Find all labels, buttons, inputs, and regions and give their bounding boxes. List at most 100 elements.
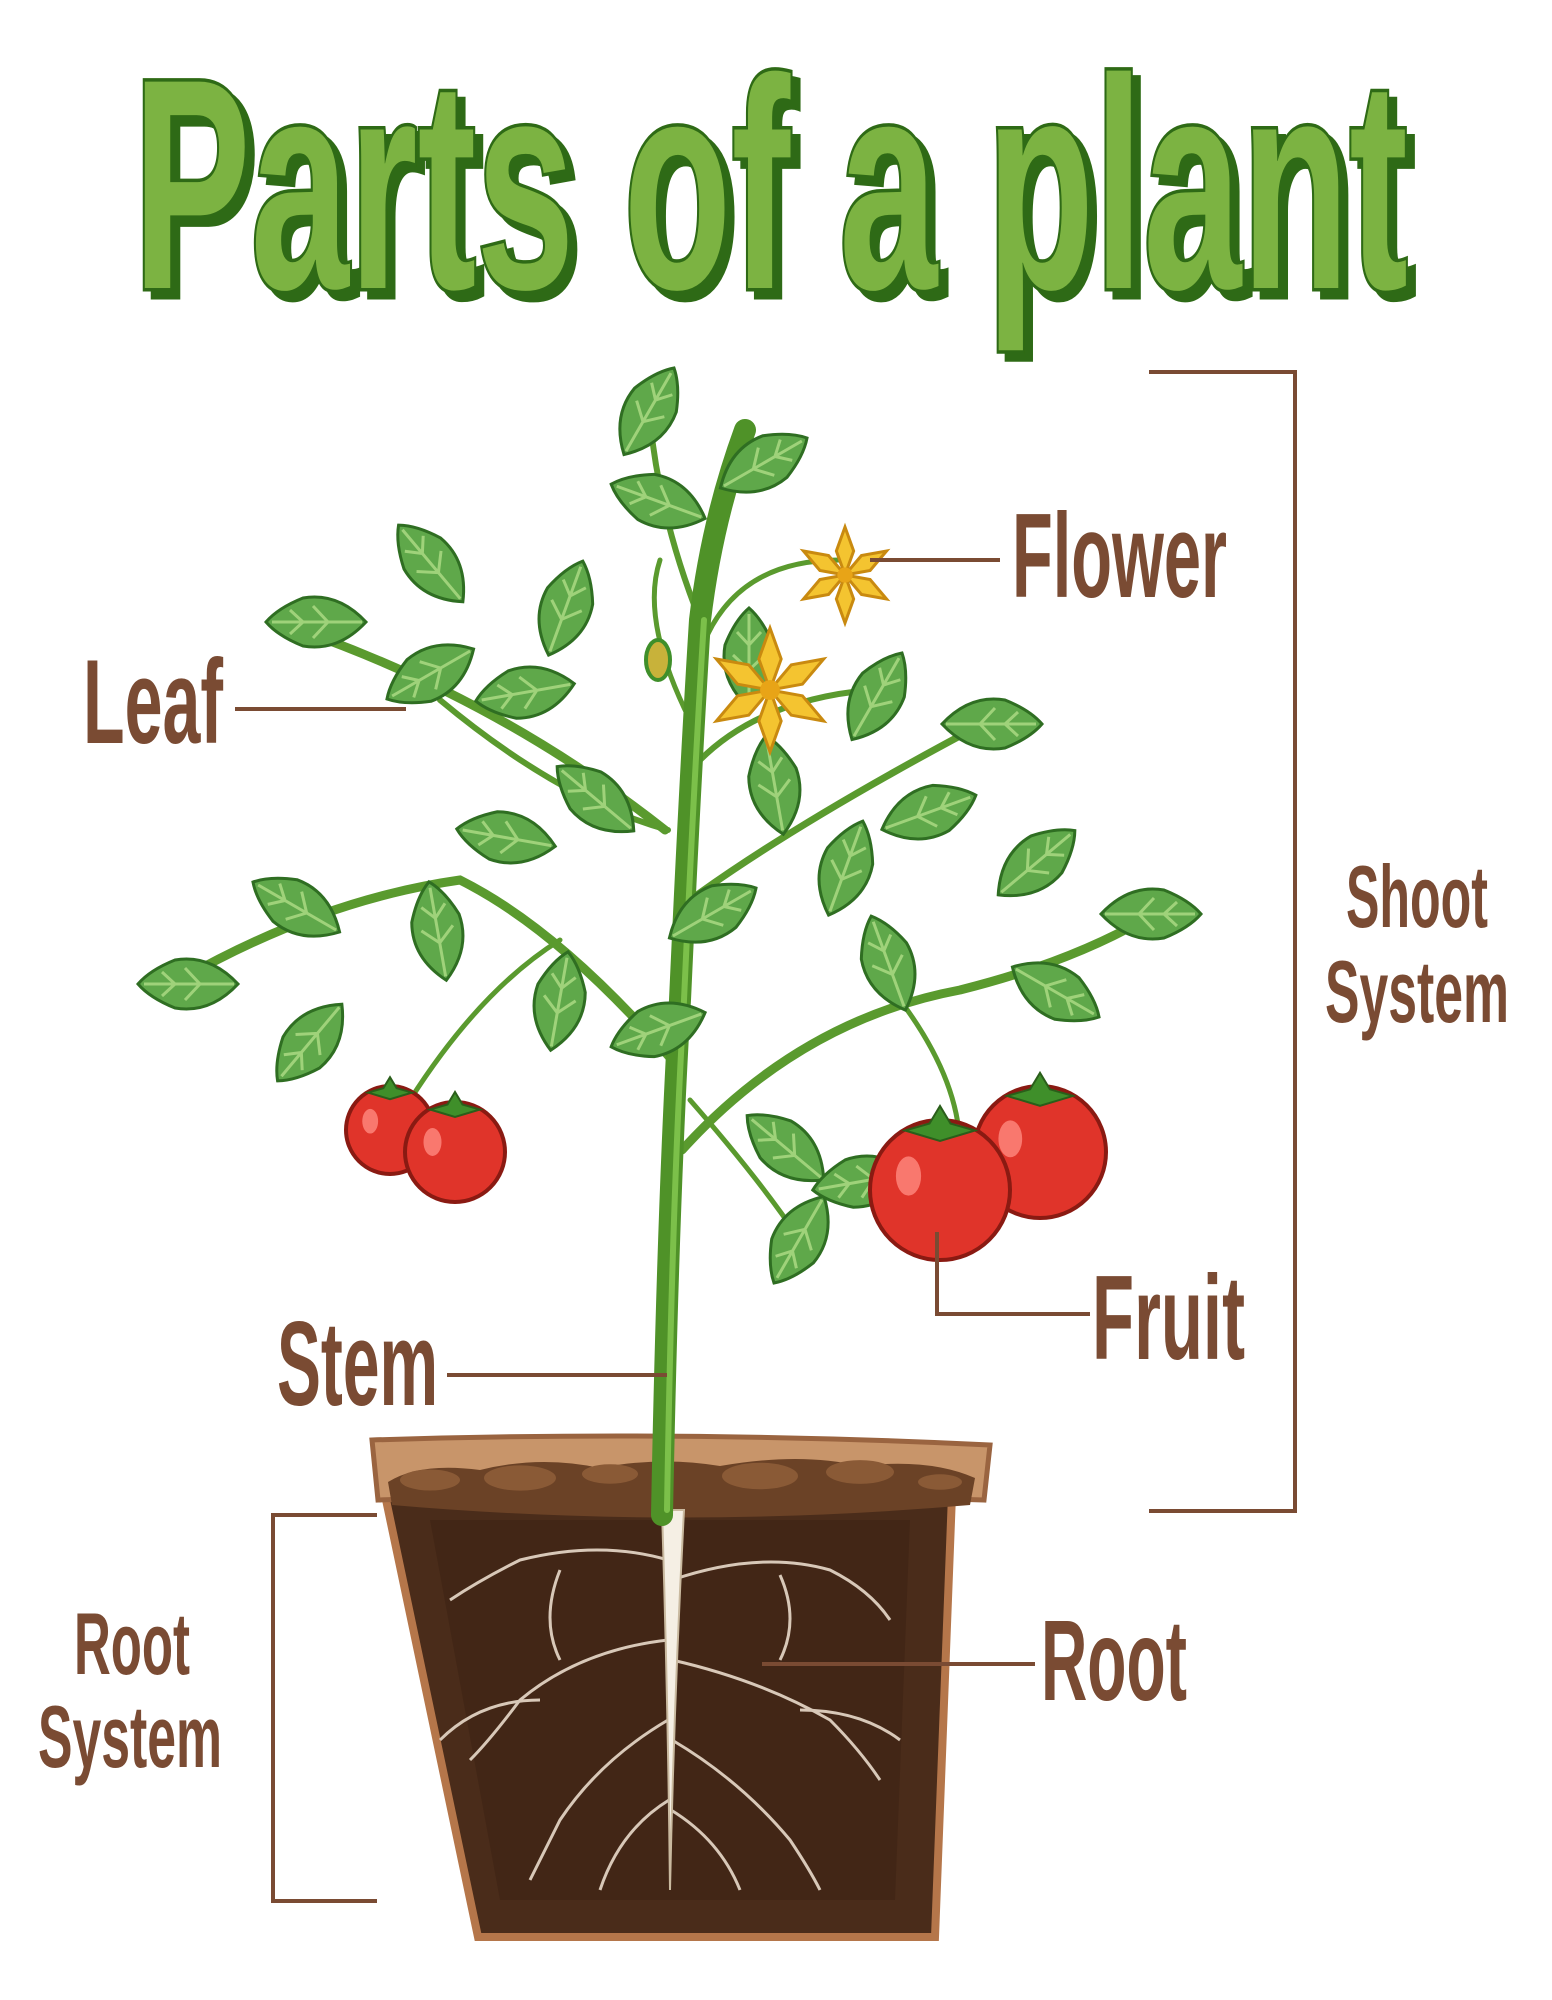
- flower-petal: [834, 522, 856, 580]
- leaf-icon: [939, 697, 1044, 751]
- flowers: [644, 522, 891, 757]
- tomato-highlight: [895, 1156, 922, 1196]
- leaf-icon: [136, 957, 241, 1011]
- soil-lump: [582, 1464, 638, 1484]
- leaf-vein: [144, 966, 234, 1002]
- tomato-calyx: [364, 1075, 416, 1101]
- flower-petal: [834, 570, 856, 628]
- leaf-icon: [396, 523, 466, 604]
- leaf-icon: [718, 432, 809, 494]
- lateral-roots: [438, 1548, 901, 1891]
- leaf-icon: [768, 1194, 830, 1285]
- shoot-system-label-line1: Shoot: [1346, 847, 1488, 946]
- leaf-vein: [420, 887, 455, 977]
- root-branch: [670, 1808, 742, 1891]
- leaf-vein: [852, 657, 901, 737]
- branch: [175, 875, 677, 1065]
- flower-petal: [712, 656, 774, 693]
- soil-lump: [484, 1465, 556, 1491]
- main-stem: [651, 419, 756, 1526]
- flower-bud-icon: [644, 638, 672, 682]
- flower-icon: [799, 522, 891, 628]
- leaf-icon: [537, 559, 595, 658]
- leaf-vein: [672, 889, 752, 938]
- label-leaf: Leaf: [83, 635, 406, 769]
- leaf-icon: [996, 828, 1077, 898]
- leaf-vein: [616, 1012, 702, 1051]
- leaf-vein: [462, 820, 552, 855]
- leaf-vein: [946, 706, 1036, 742]
- flower-petal: [766, 687, 828, 724]
- root-system-bracket: [271, 1513, 377, 1903]
- title: Parts of a plant: [130, 13, 1412, 358]
- leaf-vein: [867, 921, 906, 1007]
- root-label: Root: [1041, 1597, 1187, 1725]
- flower-center: [760, 680, 780, 700]
- root-branch: [799, 1708, 901, 1742]
- root-system-label-line1: Root: [74, 1594, 190, 1693]
- leaf-icon: [846, 651, 908, 742]
- leaf-icon: [609, 472, 708, 530]
- leaf-vein: [616, 480, 702, 519]
- soil-lump: [918, 1474, 962, 1490]
- branch: [677, 905, 1165, 1155]
- shoot-system-bracket: [1149, 370, 1297, 1513]
- label-fruit: Fruit: [935, 1232, 1245, 1385]
- flower-label: Flower: [1012, 489, 1227, 623]
- leaf-icon: [1098, 887, 1203, 941]
- root-branch: [671, 1738, 822, 1891]
- branches: [175, 417, 1165, 1243]
- tomato-highlight: [362, 1108, 379, 1134]
- tomato-calyx: [1003, 1070, 1077, 1107]
- shoot-system: Shoot System: [1149, 370, 1509, 1513]
- flower-petal: [799, 548, 849, 578]
- leaf-icon: [879, 783, 978, 841]
- leaf-vein: [757, 741, 792, 831]
- leaf-icon: [454, 810, 558, 865]
- leaf-vein: [1000, 833, 1072, 894]
- flower-petal: [799, 572, 849, 602]
- branch: [702, 557, 843, 643]
- leaf-vein: [1105, 896, 1195, 932]
- branch: [686, 716, 994, 904]
- leaf-vein: [257, 883, 337, 932]
- soil-lumps: [400, 1460, 962, 1491]
- flower-icon: [712, 623, 828, 757]
- title-text: Parts of a plant: [133, 16, 1408, 354]
- root-branch: [598, 1798, 670, 1891]
- leaf-vein: [548, 566, 587, 652]
- shoot-system-label-line2: System: [1325, 942, 1509, 1041]
- leaf-icon: [1010, 961, 1101, 1023]
- flower-center: [837, 567, 853, 583]
- root-branch: [671, 1560, 892, 1621]
- branch: [437, 697, 671, 833]
- flower-petal: [766, 656, 828, 693]
- leaf-vein: [280, 1006, 341, 1078]
- leaf-label: Leaf: [83, 635, 224, 769]
- label-stem: Stem: [277, 1297, 667, 1431]
- flower-petal: [757, 623, 783, 695]
- leaf-vein: [560, 769, 632, 830]
- leaf-vein: [828, 826, 867, 912]
- leaf-vein: [401, 528, 462, 600]
- pot: [369, 1433, 993, 1941]
- leaf-icon: [667, 882, 758, 944]
- leaf-icon: [859, 914, 917, 1013]
- root-branch: [778, 1574, 792, 1661]
- root-branch: [449, 1548, 669, 1602]
- tomato-highlight: [998, 1120, 1023, 1158]
- soil-lump: [826, 1460, 894, 1484]
- leaves: [136, 366, 1203, 1285]
- leaf-vein: [885, 791, 971, 830]
- root-system-label-line2: System: [38, 1687, 222, 1786]
- soil-lump: [400, 1469, 460, 1491]
- root-system: Root System: [38, 1513, 377, 1903]
- leaf-icon: [532, 949, 587, 1053]
- leaf-vein: [1015, 967, 1095, 1016]
- leaf-vein: [723, 439, 803, 488]
- root-branch: [438, 1698, 541, 1742]
- leaf-vein: [272, 604, 362, 640]
- leaf-icon: [747, 733, 802, 837]
- leaf-icon: [264, 595, 369, 649]
- label-flower: Flower: [870, 489, 1227, 623]
